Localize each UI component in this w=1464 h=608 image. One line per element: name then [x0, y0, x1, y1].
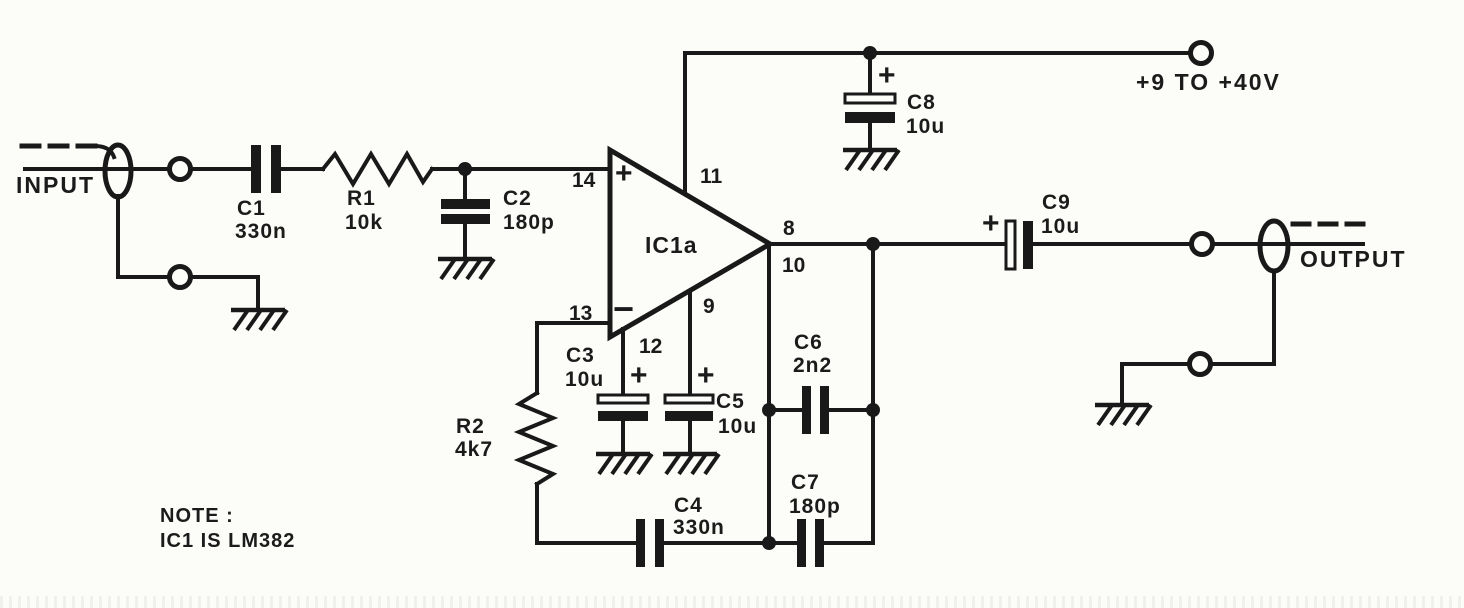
c3-value-label: 10u [565, 368, 605, 391]
opamp-designator: IC1a [645, 232, 698, 258]
output-shield-ground-wire [1120, 269, 1276, 404]
c9-plus-mark: + [982, 207, 1000, 240]
c5-plus-mark: + [697, 359, 715, 392]
capacitor-c9-neg-plate [1023, 221, 1033, 269]
supply-label: +9 TO +40V [1136, 69, 1281, 95]
capacitor-c8-neg-plate [845, 112, 895, 123]
c8-ref-label: C8 [907, 91, 936, 114]
capacitor-c8-pos-plate [843, 92, 897, 105]
pin-9-label: 9 [703, 295, 715, 318]
c1-ref-label: C1 [237, 197, 266, 220]
capacitor-c3-pos-plate [596, 393, 650, 405]
c7-value-label: 180p [789, 495, 841, 518]
input-shield-hook-wire [92, 143, 117, 160]
input-label: INPUT [16, 172, 95, 198]
capacitor-c4 [636, 519, 645, 567]
pin13-to-r2-wire [535, 321, 612, 395]
junction-c6-left [762, 403, 776, 417]
output-connector-ellipse [1257, 218, 1291, 274]
electrolytic-pos-plates [596, 92, 1017, 405]
c9-value-label: 10u [1041, 215, 1081, 238]
c8-plus-mark: + [878, 59, 896, 92]
c5-ref-label: C5 [716, 390, 745, 413]
scan-artifact-band [0, 596, 1464, 608]
capacitor-c2 [441, 199, 490, 209]
c6-value-label: 2n2 [793, 354, 833, 377]
junction-c4-c7 [762, 536, 776, 550]
c4-ref-label: C4 [674, 494, 703, 517]
opamp-triangle [607, 145, 775, 342]
r2-ref-label: R2 [456, 415, 485, 438]
ground-symbol-c8 [843, 150, 899, 170]
c9-ref-label: C9 [1042, 191, 1071, 214]
output-shield-terminal [1187, 351, 1213, 377]
input-hot-terminal [167, 156, 193, 182]
ground-symbol-c5 [663, 454, 719, 474]
pin-8-label: 8 [783, 217, 795, 240]
capacitor-plates [251, 112, 1033, 567]
supply-rail-wire [683, 51, 1193, 194]
c2-ref-label: C2 [503, 187, 532, 210]
capacitor-c7 [797, 519, 806, 567]
capacitor-c5-pos-plate [663, 393, 715, 405]
capacitor-c1 [251, 145, 261, 193]
input-connector-ellipse [102, 142, 134, 200]
note-line1: NOTE : [160, 505, 234, 527]
c2-value-label: 180p [503, 211, 555, 234]
c3-ref-label: C3 [566, 344, 595, 367]
r2-value-label: 4k7 [455, 438, 494, 461]
supply-terminal [1188, 40, 1214, 66]
junction-dots [458, 46, 880, 550]
output-hot-terminal [1189, 231, 1215, 257]
c5-value-label: 10u [718, 415, 758, 438]
junction-supply-c8 [863, 46, 877, 60]
terminals [167, 40, 1215, 377]
capacitor-c6 [802, 386, 811, 434]
opamp-minus-sign: − [613, 288, 636, 329]
c3-plus-mark: + [630, 359, 648, 392]
ground-symbol-output [1095, 405, 1151, 425]
resistor-r2-zigzag [513, 390, 559, 487]
capacitor-c5-neg-plate [665, 411, 713, 421]
c7-ref-label: C7 [791, 471, 820, 494]
pin-14-label: 14 [572, 169, 596, 192]
r1-value-label: 10k [345, 211, 384, 234]
capacitor-c3-neg-plate [598, 411, 648, 421]
pin-11-label: 11 [700, 165, 723, 188]
note-line2: IC1 IS LM382 [160, 530, 296, 552]
pin-13-label: 13 [569, 302, 593, 325]
c4-value-label: 330n [673, 516, 725, 539]
junction-c6-right [866, 403, 880, 417]
ground-symbol-input [231, 310, 287, 330]
pin-12-label: 12 [639, 335, 663, 358]
c6-ref-label: C6 [794, 331, 823, 354]
capacitor-c9-pos-plate [1004, 219, 1017, 271]
c1-value-label: 330n [235, 220, 287, 243]
output-label: OUTPUT [1300, 246, 1407, 272]
pin-10-label: 10 [782, 254, 806, 277]
resistor-r1-zigzag [320, 150, 435, 188]
junction-r1-c2 [458, 162, 472, 176]
input-shield-terminal [167, 264, 193, 290]
c8-value-label: 10u [906, 115, 946, 138]
ground-symbol-c3 [596, 454, 652, 474]
opamp-plus-sign: + [615, 157, 633, 190]
r1-ref-label: R1 [347, 187, 376, 210]
junction-output [866, 237, 880, 251]
ground-symbol-c2 [438, 259, 494, 279]
